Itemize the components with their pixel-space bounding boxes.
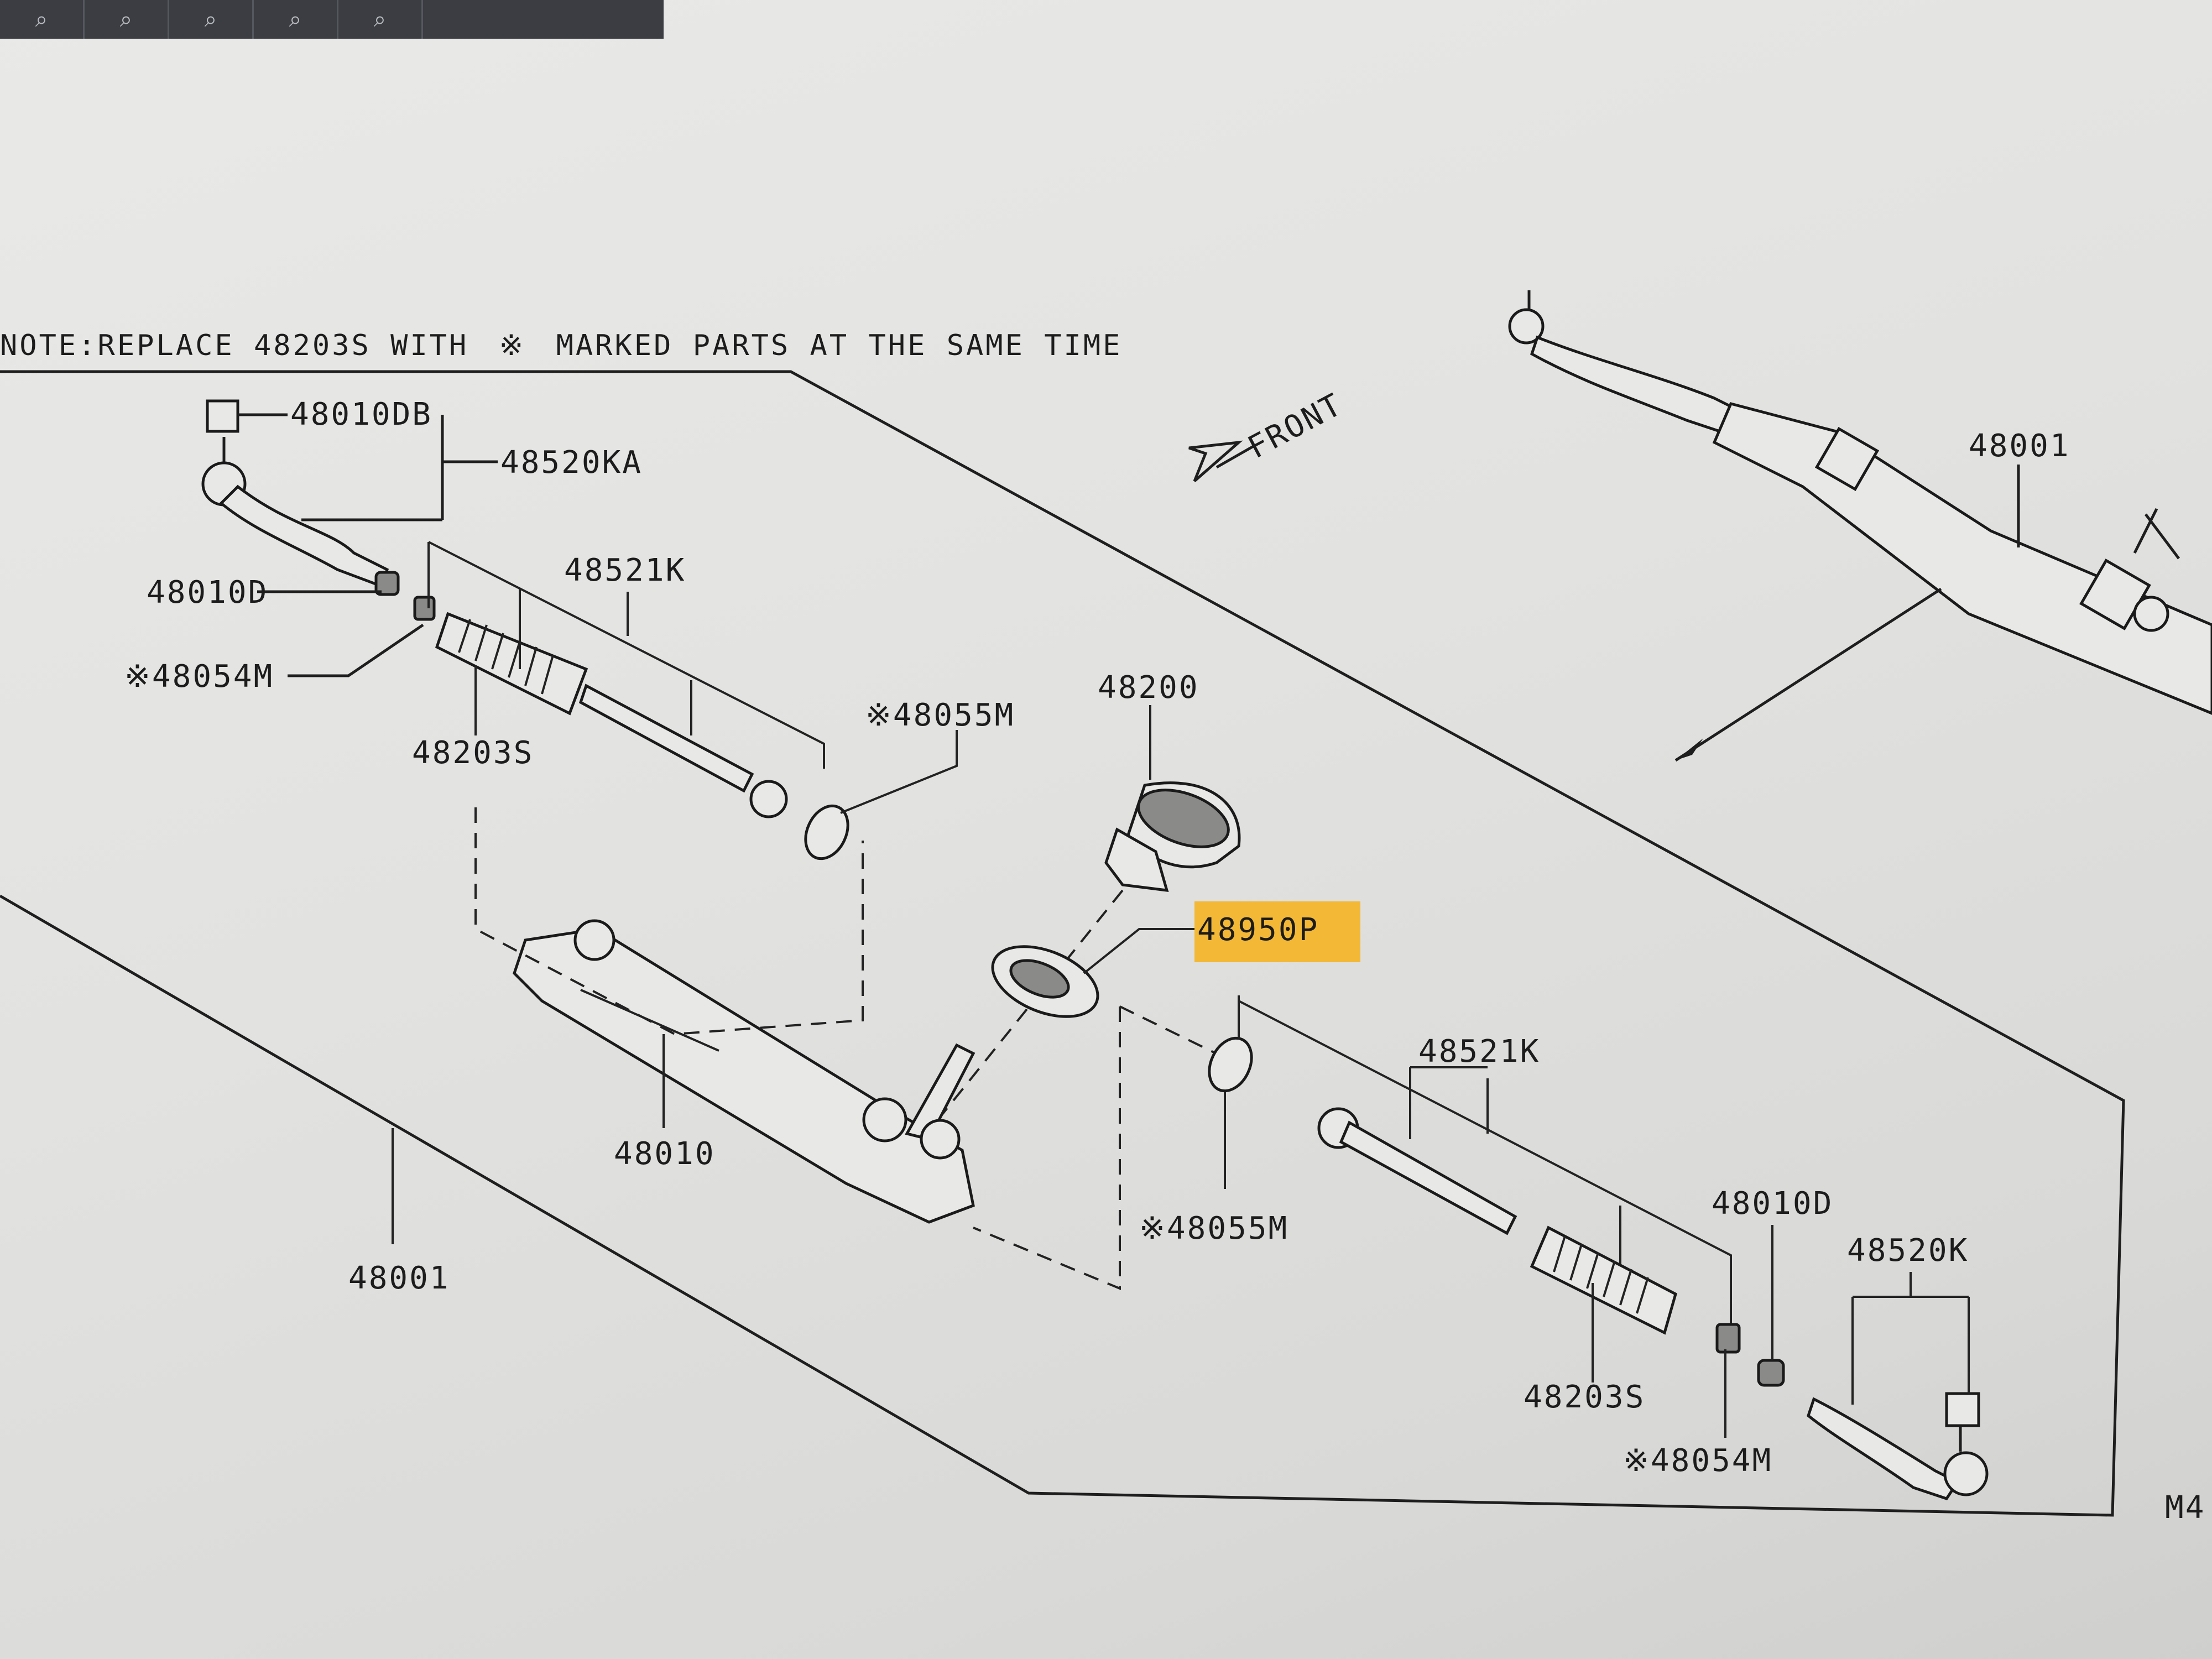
- highlight-48950P: [1194, 901, 1360, 962]
- zoom-in-button[interactable]: ⌕: [85, 0, 169, 39]
- label-48520KA: 48520KA: [500, 445, 643, 481]
- corner-label: M4: [2165, 1490, 2205, 1526]
- label-48203S-left: 48203S: [412, 735, 534, 771]
- right-inner-rod-48521K: [1317, 1107, 1517, 1235]
- overview-rack-drawing: [1508, 290, 2212, 715]
- zoom-out-button[interactable]: ⌕: [0, 0, 85, 39]
- label-48054M-right: ※48054M: [1623, 1443, 1772, 1479]
- zoom-100-icon: ⌕: [289, 7, 302, 32]
- zoom-fit-icon: ⌕: [204, 7, 217, 32]
- overview-balljoint: [1508, 308, 1545, 345]
- zoom-100-button[interactable]: ⌕: [254, 0, 338, 39]
- nut-48010D-right: [1757, 1359, 1785, 1387]
- label-48010D-right: 48010D: [1712, 1186, 1833, 1222]
- label-48521K-right: 48521K: [1418, 1034, 1540, 1070]
- nut-48010DB: [206, 399, 239, 433]
- label-48010: 48010: [614, 1136, 716, 1172]
- nut-48010D-left: [374, 571, 400, 596]
- zoom-out-icon: ⌕: [35, 7, 48, 32]
- right-tie-rod-end: [1807, 1392, 1989, 1500]
- left-inner-rod-48521K: [578, 684, 788, 818]
- viewer-toolbar: ⌕ ⌕ ⌕ ⌕ ⌕: [0, 0, 664, 39]
- note-text: NOTE:REPLACE 48203S WITH ※ MARKED PARTS …: [0, 329, 1122, 362]
- zoom-in-icon: ⌕: [119, 7, 133, 32]
- note-suffix: MARKED PARTS AT THE SAME TIME: [556, 329, 1123, 362]
- front-label: FRONT: [1242, 387, 1349, 466]
- zoom-window-icon: ⌕: [373, 7, 387, 32]
- label-48010D-left: 48010D: [147, 575, 268, 611]
- label-48950P: 48950P: [1197, 912, 1319, 948]
- label-48055M-top: ※48055M: [865, 697, 1015, 733]
- ring-48055M-bottom: [1208, 1036, 1253, 1093]
- zoom-fit-button[interactable]: ⌕: [169, 0, 254, 39]
- assembly-frame: [0, 370, 2125, 1517]
- label-48054M-left: ※48054M: [124, 659, 274, 695]
- note-prefix: NOTE:REPLACE 48203S WITH: [0, 329, 468, 362]
- front-arrow: FRONT: [1188, 387, 1349, 482]
- left-tie-rod-end: [201, 399, 389, 588]
- label-48520K: 48520K: [1847, 1233, 1969, 1269]
- label-48200: 48200: [1098, 670, 1199, 706]
- label-48055M-bottom: ※48055M: [1139, 1211, 1288, 1246]
- label-48001-right: 48001: [1969, 428, 2070, 464]
- label-48001-left: 48001: [348, 1260, 450, 1296]
- pinion-housing-48200: [1104, 781, 1241, 892]
- nut-48520K: [1945, 1392, 1980, 1427]
- steering-gear-48010: [513, 919, 975, 1224]
- label-48010DB: 48010DB: [290, 397, 432, 432]
- right-boot-48203S: [1530, 1225, 1677, 1335]
- label-48203S-right: 48203S: [1524, 1379, 1645, 1415]
- left-boot-48203S: [435, 612, 588, 716]
- ring-48055M-top: [804, 804, 849, 860]
- zoom-window-button[interactable]: ⌕: [338, 0, 423, 39]
- band-48054M-right: [1715, 1323, 1741, 1354]
- band-48054M-left: [413, 596, 436, 621]
- note-mark-icon: ※: [499, 329, 526, 362]
- label-48521K-left: 48521K: [564, 552, 686, 588]
